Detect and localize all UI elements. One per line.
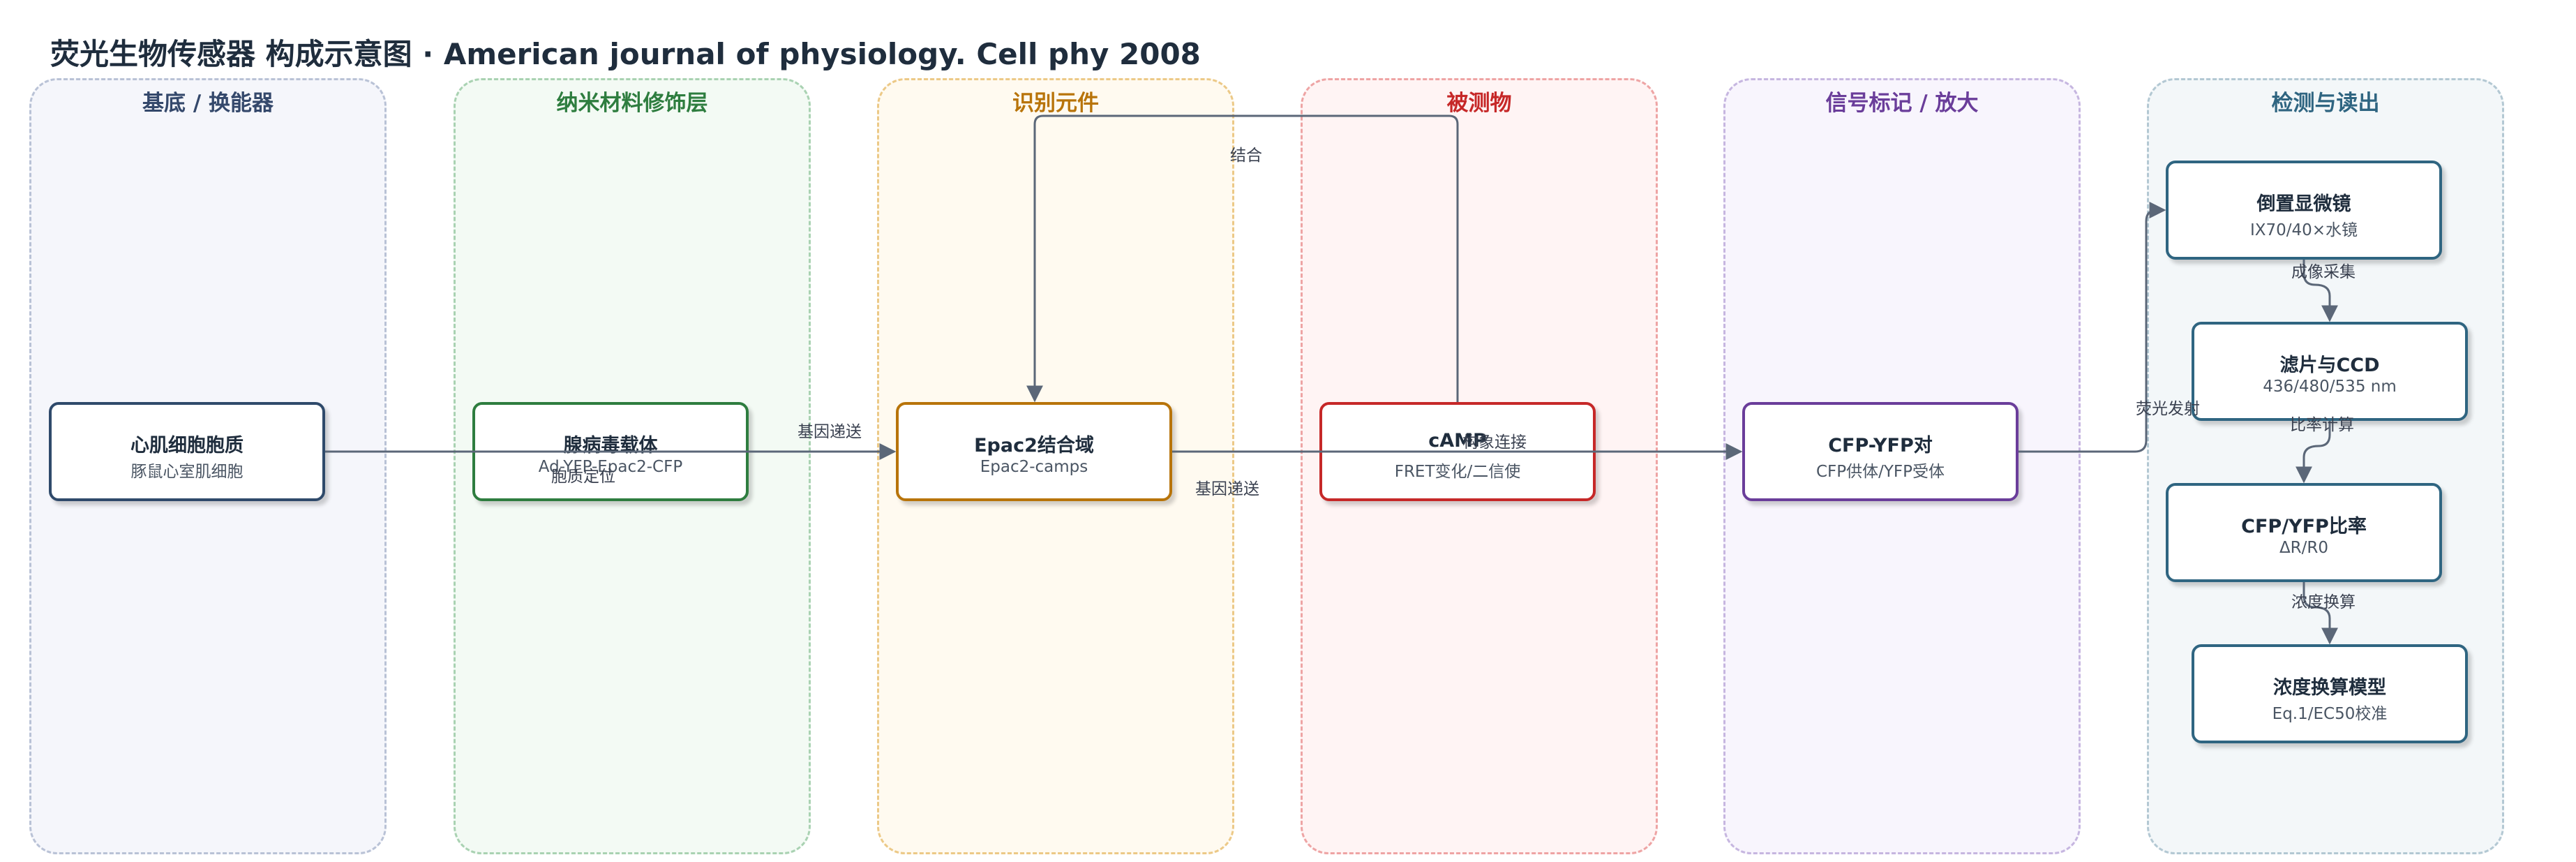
edge-label-imaging: 成像采集 bbox=[2291, 263, 2356, 281]
edge-fluorescence bbox=[2019, 202, 2166, 453]
node-title: 滤片与CCD bbox=[2279, 355, 2380, 376]
edge-ratio-calc bbox=[2296, 421, 2331, 484]
edge-binding bbox=[1026, 114, 1459, 403]
node-subtitle: CFP供体/YFP受体 bbox=[1815, 463, 1945, 481]
edge-label-conversion: 浓度换算 bbox=[2291, 593, 2356, 611]
node-title: 浓度换算模型 bbox=[2273, 677, 2386, 699]
node-subtitle: ΔR/R0 bbox=[2279, 539, 2329, 557]
edge-label-localization: 胞质定位 bbox=[551, 468, 615, 486]
node-filter-ccd[interactable]: 滤片与CCD 436/480/535 nm bbox=[2192, 322, 2468, 421]
edge-label-fluorescence: 荧光发射 bbox=[2136, 400, 2200, 418]
edge-label-gene-delivery-2: 基因递送 bbox=[1195, 480, 1259, 498]
node-ratio[interactable]: CFP/YFP比率 ΔR/R0 bbox=[2166, 483, 2442, 582]
edge-imaging bbox=[2302, 260, 2338, 322]
node-title: 腺病毒载体 bbox=[563, 435, 658, 456]
lane-label-signal: 信号标记 / 放大 bbox=[1825, 91, 1979, 116]
node-subtitle: Eq.1/EC50校准 bbox=[2272, 705, 2388, 723]
edge-label-gene-delivery-1: 基因递送 bbox=[797, 423, 862, 441]
node-epac2[interactable]: Epac2结合域 Epac2-camps bbox=[896, 402, 1172, 501]
page-title: 荧光生物传感器 构成示意图 · American journal of phys… bbox=[50, 37, 1201, 71]
node-title: CFP-YFP对 bbox=[1828, 435, 1933, 456]
node-title: CFP/YFP比率 bbox=[2241, 516, 2367, 537]
node-title: 倒置显微镜 bbox=[2256, 193, 2351, 215]
lane-label-substrate: 基底 / 换能器 bbox=[142, 91, 274, 116]
node-subtitle: Ad-YFP-Epac2-CFP bbox=[538, 458, 683, 476]
lane-label-nanomaterial: 纳米材料修饰层 bbox=[556, 91, 708, 116]
edge-label-ratio-calc: 比率计算 bbox=[2290, 416, 2354, 434]
node-subtitle: Epac2-camps bbox=[980, 458, 1088, 476]
node-model[interactable]: 浓度换算模型 Eq.1/EC50校准 bbox=[2192, 644, 2468, 743]
node-title: cAMP bbox=[1428, 430, 1487, 452]
node-title: Epac2结合域 bbox=[974, 435, 1094, 456]
node-cfp-yfp[interactable]: CFP-YFP对 CFP供体/YFP受体 bbox=[1742, 402, 2019, 501]
node-title: 心肌细胞胞质 bbox=[130, 435, 244, 456]
node-cardiomyocyte[interactable]: 心肌细胞胞质 豚鼠心室肌细胞 bbox=[49, 402, 325, 501]
node-subtitle: IX70/40×水镜 bbox=[2249, 221, 2358, 239]
node-subtitle: 豚鼠心室肌细胞 bbox=[130, 463, 244, 481]
lane-label-readout: 检测与读出 bbox=[2271, 91, 2380, 116]
node-subtitle: 436/480/535 nm bbox=[2263, 378, 2397, 396]
lane-label-analyte: 被测物 bbox=[1446, 91, 1512, 116]
node-subtitle: FRET变化/二信使 bbox=[1394, 463, 1521, 481]
edge-label-binding: 结合 bbox=[1230, 147, 1262, 165]
edge-label-conformation: 构象连接 bbox=[1462, 433, 1527, 452]
lane-label-recognition: 识别元件 bbox=[1012, 91, 1099, 116]
edge-conversion bbox=[2302, 582, 2338, 645]
node-microscope[interactable]: 倒置显微镜 IX70/40×水镜 bbox=[2166, 161, 2442, 260]
